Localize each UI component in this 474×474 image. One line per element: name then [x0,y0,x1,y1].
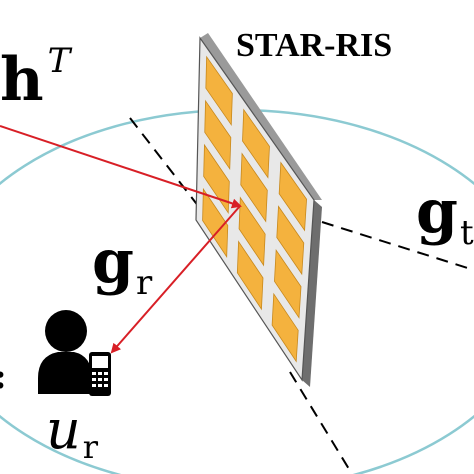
reflect-arrow [110,205,241,354]
ris-element [240,152,268,223]
ris-title: STAR-RIS [236,27,392,64]
ris-element [238,196,266,267]
ris-element [205,55,233,127]
user-head [45,310,87,352]
user-body [38,352,92,394]
ris-element [202,187,229,259]
ris-element [276,205,305,276]
phone-screen [92,356,108,368]
boundary-line-lower [289,371,353,474]
edge-fragment: : [0,357,7,397]
boundary-line-right [321,221,474,271]
ris-element [203,143,230,215]
ris-element [274,248,302,319]
ris-panel-icon [195,33,322,387]
person-with-phone-icon [38,310,111,396]
ris-element-grid [202,55,307,363]
reflect-channel-label: gr [92,227,153,303]
user-label: ur [46,398,99,466]
transmit-channel-label: gt [416,177,474,253]
ris-panel-top [200,33,322,200]
ris-element [236,240,264,311]
ris-element [204,99,232,171]
phone-keypad [92,372,108,387]
ris-panel-side [302,200,322,387]
ris-element [271,292,299,363]
boundary-line-upper [129,117,207,217]
incident-arrow [0,125,242,209]
ris-element [242,108,270,179]
ris-element [278,161,307,232]
